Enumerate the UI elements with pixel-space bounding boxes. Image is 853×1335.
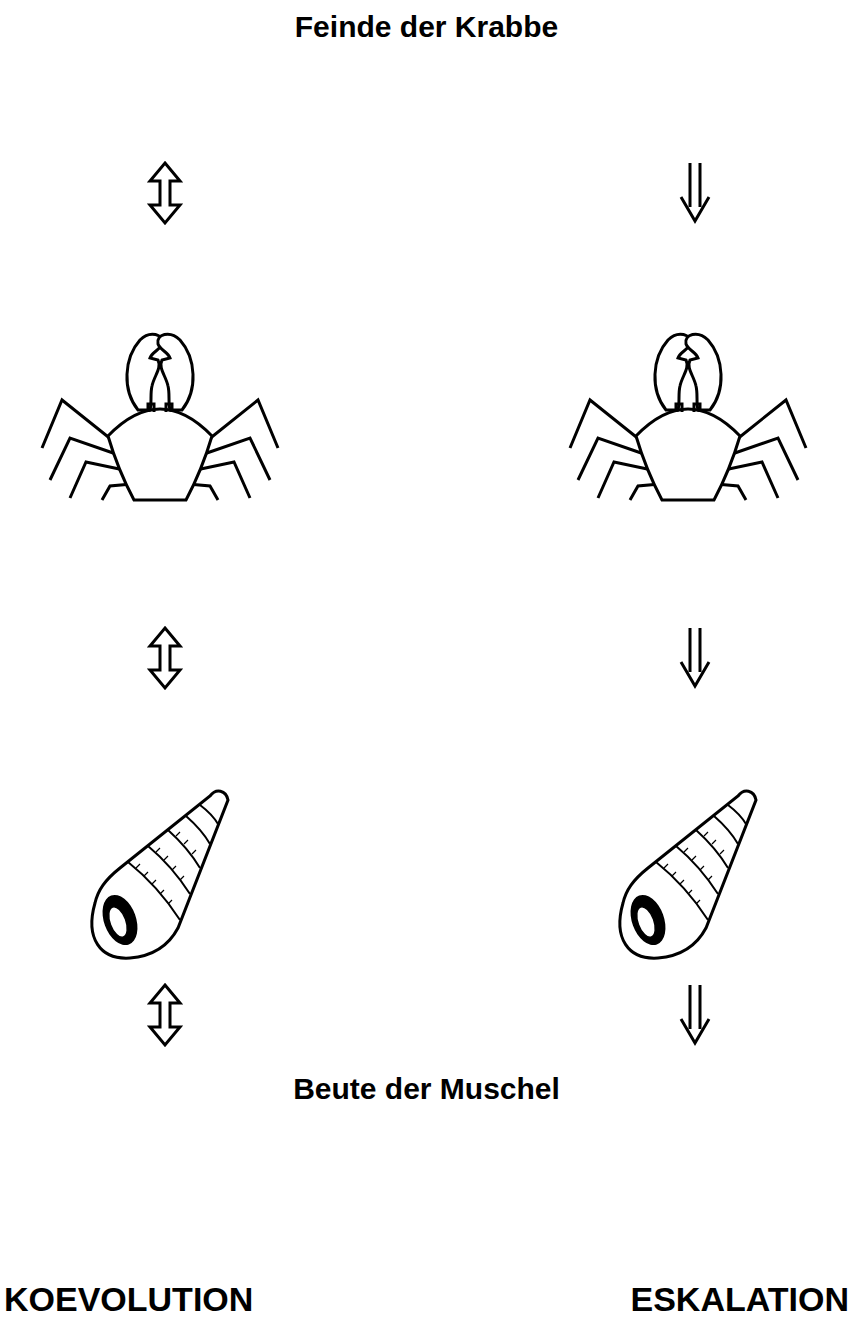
down-arrow-symbol [681, 985, 709, 1043]
double-arrow-symbol [150, 985, 180, 1045]
section-label: KOEVOLUTION [4, 1280, 424, 1319]
label-text: Beute der Muschel [0, 1072, 853, 1107]
section-label: ESKALATION [429, 1280, 849, 1319]
title-text: Feinde der Krabbe [0, 10, 853, 45]
down-arrow-symbol [681, 628, 709, 686]
crab-drawing [42, 334, 278, 500]
down-arrow-symbol [681, 163, 709, 221]
double-arrow-symbol [150, 628, 180, 688]
snail-drawing [620, 791, 756, 958]
snail-drawing [92, 791, 228, 958]
crab-drawing [570, 334, 806, 500]
double-arrow-symbol [150, 163, 180, 223]
